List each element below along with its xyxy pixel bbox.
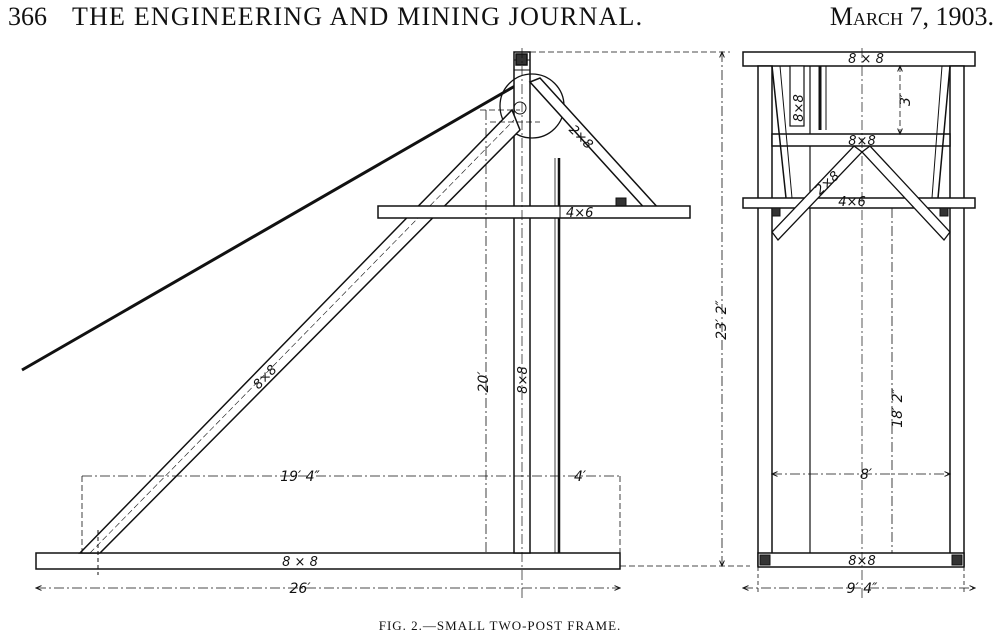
dim-total-width: 9′ 4″: [847, 581, 878, 597]
side-strut: [528, 77, 662, 213]
issue-date: March 7, 1903.: [829, 2, 994, 31]
side-post-label: 8×8: [516, 366, 531, 393]
page-number: 366: [8, 2, 47, 31]
front-crossbar-label: 4×6: [838, 195, 865, 210]
dim-inner-width: 8′: [860, 467, 873, 483]
front-upper-cross: [771, 133, 951, 147]
dim-total-height: 23′ 2″: [714, 299, 730, 339]
dim-post-height: 20′: [476, 371, 492, 393]
front-left-post: [757, 65, 773, 567]
figure-caption: FIG. 2.—SMALL TWO-POST FRAME.: [378, 618, 622, 633]
front-right-post: [949, 65, 965, 567]
journal-title: THE ENGINEERING AND MINING JOURNAL.: [72, 2, 644, 31]
dim-total-length: 26′: [290, 581, 312, 597]
front-top-cap: [742, 51, 976, 67]
side-crossbar: [377, 205, 691, 219]
side-crossbar-label: 4×6: [566, 206, 593, 221]
side-sill-label: 8 × 8: [282, 555, 318, 570]
front-sill: [757, 552, 965, 568]
side-view: [21, 48, 750, 600]
front-inner-vertical: [789, 65, 805, 127]
front-vertical-label: 8×8: [792, 94, 807, 121]
front-view: [743, 48, 975, 600]
page-header: 366 THE ENGINEERING AND MINING JOURNAL. …: [6, 2, 996, 36]
front-crossbar: [742, 197, 976, 209]
front-sill-label: 8×8: [848, 554, 875, 569]
front-upper-cross-label: 8×8: [848, 134, 875, 149]
dim-back-span: 19′ 4″: [280, 469, 320, 485]
front-top-cap-label: 8 × 8: [848, 52, 884, 67]
guy-cable: [21, 84, 516, 372]
dim-top-gap: 3′: [898, 93, 914, 106]
dim-front-span: 4′: [574, 469, 587, 485]
dim-inner-height: 18′ 2″: [890, 387, 906, 427]
side-sill-timber: [35, 552, 621, 570]
side-diagonal-brace: [78, 108, 521, 554]
